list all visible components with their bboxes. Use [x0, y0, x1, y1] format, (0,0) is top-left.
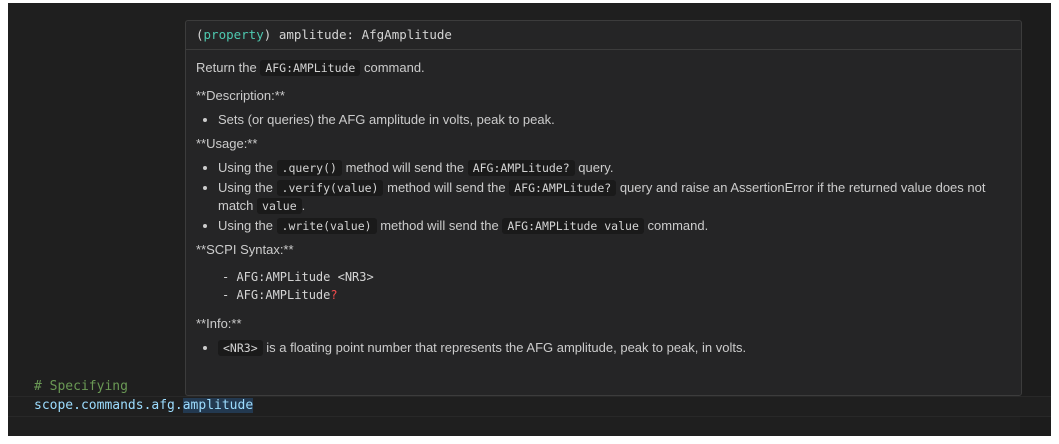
usage-item: Using the .verify(value) method will sen… [218, 178, 1011, 216]
inline-code: .write(value) [276, 218, 377, 234]
inline-code: AFG:AMPLitude? [509, 180, 617, 196]
inline-code: AFG:AMPLitude [260, 60, 361, 76]
code-line[interactable]: scope.commands.afg.amplitude [34, 397, 254, 415]
inline-code: AFG:AMPLitude? [467, 160, 575, 176]
syntax-line: - AFG:AMPLitude? [222, 286, 1011, 304]
hover-signature: (property) amplitude: AfgAmplitude [186, 21, 1021, 50]
syntax-text: - AFG:AMPLitude <NR3> [222, 270, 374, 284]
usage-item: Using the .write(value) method will send… [218, 216, 1011, 236]
usage-text: Using the [218, 180, 273, 195]
usage-item: Using the .query() method will send the … [218, 158, 1011, 178]
info-heading: **Info:** [196, 316, 242, 331]
current-line-highlight [8, 396, 1051, 417]
signature-name: amplitude [278, 27, 347, 42]
usage-heading: **Usage:** [196, 136, 258, 151]
usage-text: Using the [218, 218, 273, 233]
intro-after: command. [363, 60, 425, 75]
syntax-line: - AFG:AMPLitude <NR3> [222, 268, 1011, 286]
inline-code: <NR3> [218, 340, 263, 356]
usage-text: query. [578, 160, 614, 175]
syntax-block: - AFG:AMPLitude <NR3> - AFG:AMPLitude? [196, 264, 1011, 310]
query-mark: ? [330, 288, 338, 302]
usage-text: method will send the [380, 218, 499, 233]
code-comment-line: # Specifying [34, 379, 128, 394]
info-item: <NR3> is a floating point number that re… [218, 338, 1011, 358]
usage-text: method will send the [345, 160, 465, 175]
usage-text: query and raise an AssertionError if the… [218, 180, 986, 213]
hover-body: Return the AFG:AMPLitude command. **Desc… [186, 50, 1021, 358]
hover-tooltip: (property) amplitude: AfgAmplitude Retur… [185, 20, 1022, 396]
intro-before: Return the [196, 60, 257, 75]
usage-text: command. [647, 218, 709, 233]
usage-text: method will send the [387, 180, 506, 195]
description-heading: **Description:** [196, 88, 285, 103]
inline-code: .query() [276, 160, 342, 176]
description-item: Sets (or queries) the AFG amplitude in v… [218, 110, 1011, 130]
inline-code: value [257, 198, 302, 214]
code-editor[interactable]: # Specifying scope.commands.afg.amplitud… [8, 3, 1051, 436]
description-list: Sets (or queries) the AFG amplitude in v… [196, 110, 1011, 130]
signature-type: AfgAmplitude [361, 27, 452, 42]
usage-list: Using the .query() method will send the … [196, 158, 1011, 236]
inline-code: .verify(value) [276, 180, 384, 196]
inline-code: AFG:AMPLitude value [502, 218, 644, 234]
syntax-text: - AFG:AMPLitude [222, 288, 331, 302]
syntax-heading: **SCPI Syntax:** [196, 242, 294, 257]
info-list: <NR3> is a floating point number that re… [196, 338, 1011, 358]
usage-text: . [301, 198, 306, 213]
info-text: is a floating point number that represen… [266, 340, 747, 355]
code-prefix: scope.commands.afg. [34, 398, 183, 413]
signature-keyword: property [203, 27, 264, 42]
intro-text: Return the AFG:AMPLitude command. [196, 54, 1011, 82]
hovered-symbol[interactable]: amplitude [182, 398, 254, 413]
editor-overview-ruler [1020, 3, 1051, 436]
usage-text: Using the [218, 160, 273, 175]
